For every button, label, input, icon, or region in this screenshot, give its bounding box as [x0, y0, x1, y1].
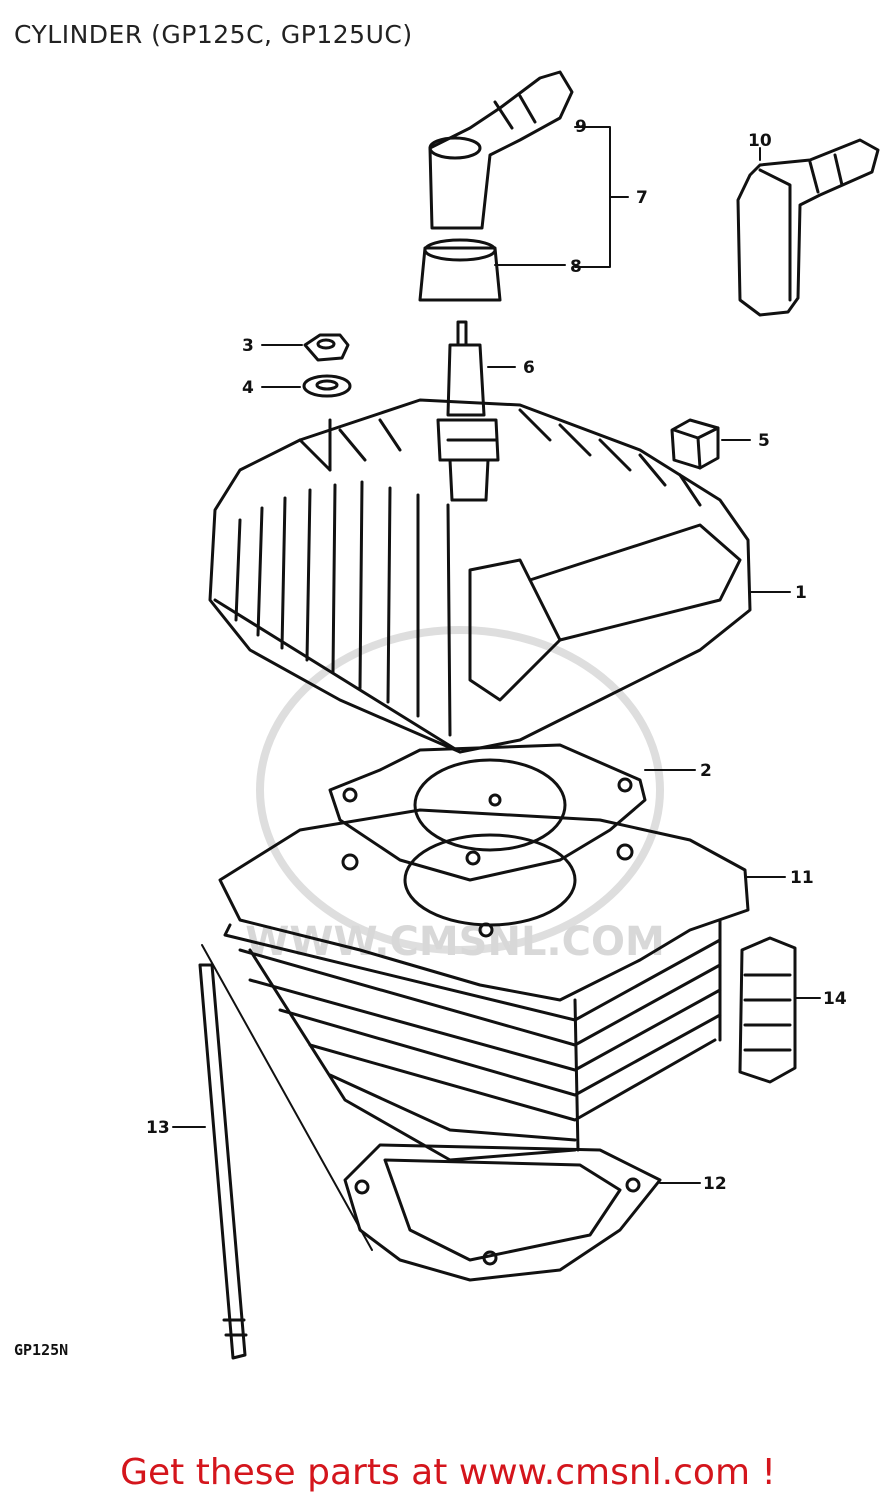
damper-rubber [738, 936, 797, 1084]
callout-1: 1 [795, 583, 807, 603]
callout-8: 8 [570, 257, 582, 277]
callout-5: 5 [758, 431, 770, 451]
cylinder-body [218, 808, 750, 1162]
stud-bolt [198, 963, 248, 1360]
plug-cap-assembly [418, 70, 574, 302]
watermark: WWW.CMSNL.COM [245, 626, 665, 965]
callout-3: 3 [242, 336, 254, 356]
cylinder-head [208, 398, 752, 754]
page-title: CYLINDER (GP125C, GP125UC) [14, 20, 413, 49]
spark-plug [436, 320, 500, 502]
callout-2: 2 [700, 761, 712, 781]
callout-10: 10 [748, 131, 772, 151]
callout-11: 11 [790, 868, 814, 888]
base-gasket [343, 1143, 662, 1282]
head-gasket [328, 743, 647, 882]
callout-12: 12 [703, 1174, 727, 1194]
callout-7: 7 [636, 188, 648, 208]
rubber-plug-5 [670, 418, 720, 470]
nut-washer [302, 333, 352, 398]
callout-13: 13 [146, 1118, 170, 1138]
callout-6: 6 [523, 358, 535, 378]
footer-link-text[interactable]: Get these parts at www.cmsnl.com ! [120, 1452, 776, 1493]
callout-4: 4 [242, 378, 254, 398]
leader-lines [172, 126, 821, 1184]
plug-cap-10 [736, 138, 880, 317]
callout-labels: 1 2 3 4 5 6 7 8 9 10 11 12 13 14 [146, 117, 847, 1194]
callout-14: 14 [823, 989, 847, 1009]
svg-text:WWW.CMSNL.COM: WWW.CMSNL.COM [245, 919, 665, 965]
model-code: GP125N [14, 1341, 69, 1359]
callout-9: 9 [575, 117, 587, 137]
